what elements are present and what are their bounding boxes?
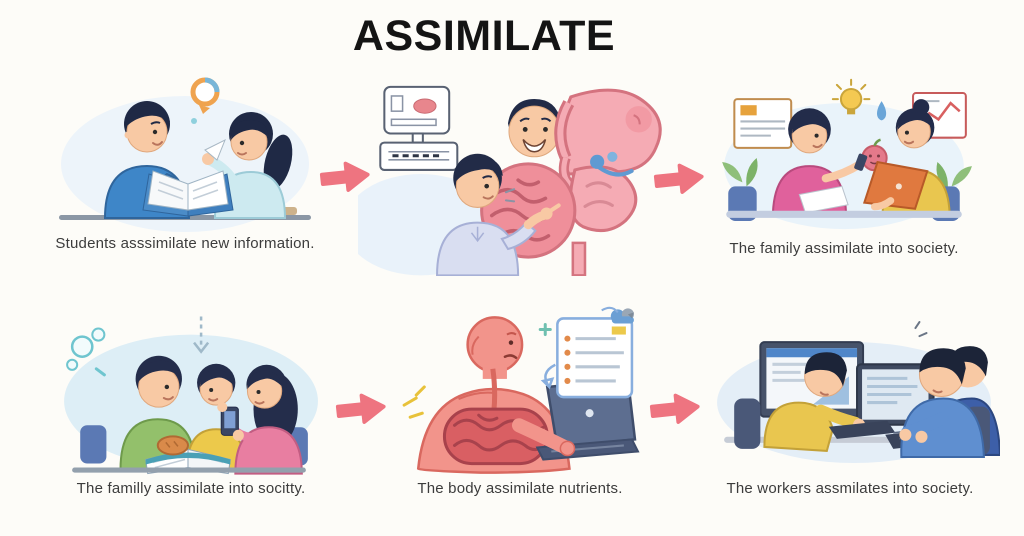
man-pointing bbox=[436, 153, 561, 276]
bubbles-icon bbox=[66, 327, 106, 377]
flow-arrow-icon bbox=[316, 155, 374, 198]
arrow-shape bbox=[335, 393, 386, 424]
open-book bbox=[142, 170, 234, 217]
caption-students-reading: Students asssimilate new information. bbox=[55, 235, 315, 252]
lightbulb-icon bbox=[831, 78, 871, 115]
flow-arrow-icon bbox=[646, 387, 704, 430]
caption-body-nutrients: The body assimilate nutrients. bbox=[417, 480, 623, 497]
family-phone-illustration bbox=[64, 316, 318, 475]
droplet-icon bbox=[877, 101, 887, 121]
checklist-card-icon bbox=[556, 317, 634, 399]
page-title: ASSIMILATE bbox=[352, 12, 616, 60]
keyboard bbox=[828, 420, 896, 439]
idea-balloon-icon bbox=[190, 77, 220, 124]
arrow-shape bbox=[319, 161, 370, 192]
dashed-down-arrow-icon bbox=[193, 316, 210, 354]
curved-arrow-icon bbox=[601, 306, 619, 314]
panel-students-reading bbox=[55, 62, 315, 234]
workers-computers-illustration bbox=[717, 321, 1000, 463]
panel-body-nutrients bbox=[388, 306, 640, 474]
flow-arrow-icon bbox=[332, 387, 390, 430]
leaf-icon bbox=[936, 162, 972, 191]
leaf-icon bbox=[722, 158, 758, 187]
cloud-icon bbox=[610, 308, 634, 324]
panel-family-into-socitty bbox=[52, 308, 324, 476]
plus-icon bbox=[538, 322, 552, 337]
flow-arrow-icon bbox=[650, 157, 708, 200]
students-reading-illustration bbox=[59, 77, 311, 232]
scanner-machine-icon bbox=[379, 85, 459, 171]
caption-family-into-society: The family assimilate into society. bbox=[729, 240, 959, 257]
body-nutrients-illustration bbox=[402, 306, 640, 474]
woman-yellow-laptop bbox=[862, 99, 951, 214]
open-book bbox=[145, 435, 231, 475]
worker-yellow-shirt bbox=[763, 352, 866, 452]
digestive-organ bbox=[480, 88, 662, 276]
smiling-face-icon bbox=[507, 99, 561, 158]
woman-pink-shirt bbox=[771, 108, 868, 214]
panel-digestive-system bbox=[358, 72, 662, 276]
wall-frame-icon bbox=[733, 98, 793, 149]
chair bbox=[80, 425, 107, 464]
caption-workers-into-society: The workers assmilates into society. bbox=[726, 480, 974, 497]
bread bbox=[156, 435, 190, 456]
sparkle-dashes-icon bbox=[402, 385, 426, 419]
worker-blue-shirt bbox=[899, 348, 985, 458]
digestive-system-illustration bbox=[358, 85, 662, 276]
sparkle-dashes-icon bbox=[914, 321, 928, 338]
arrow-shape bbox=[649, 393, 700, 424]
desk bbox=[726, 210, 962, 218]
desk bbox=[72, 467, 306, 473]
arrow-shape bbox=[653, 163, 704, 194]
family-laptop-illustration bbox=[722, 78, 972, 230]
woman-pink-phone bbox=[217, 364, 303, 475]
hand bbox=[559, 440, 576, 457]
curved-arrow-icon bbox=[540, 363, 556, 390]
chair bbox=[734, 398, 761, 449]
caption-family-into-socitty: The familly assimilate into socitty. bbox=[76, 480, 306, 497]
panel-family-into-society bbox=[712, 76, 976, 240]
panel-workers-into-society bbox=[708, 312, 1000, 472]
